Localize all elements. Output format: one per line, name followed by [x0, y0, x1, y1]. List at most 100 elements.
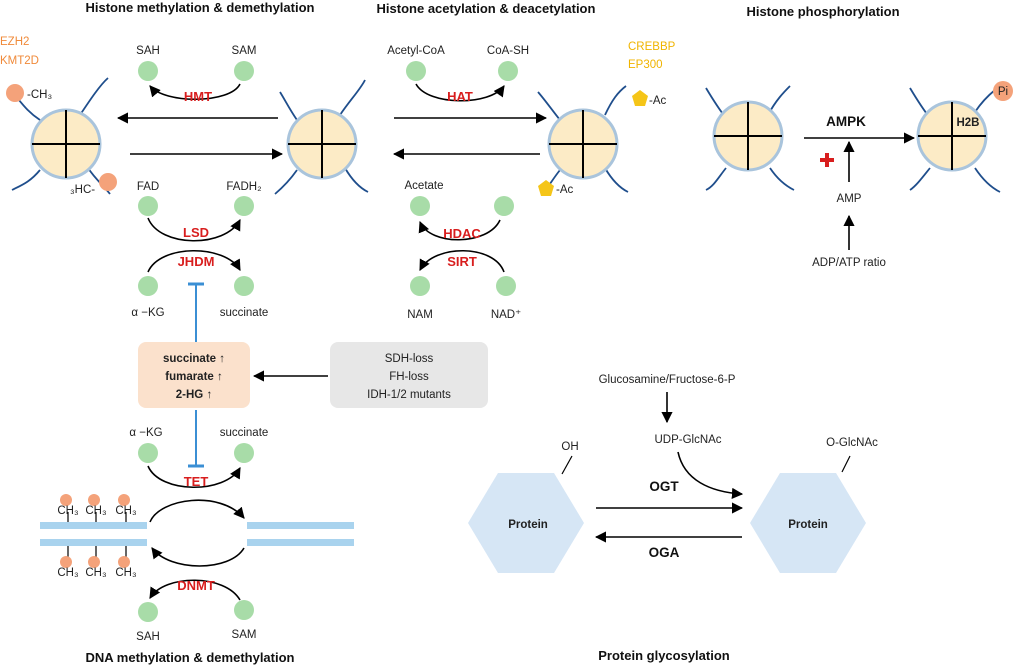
- dna-strand-unmethylated-top: [247, 522, 354, 529]
- dna-methyl-label-bottom-2: CH₃: [85, 567, 107, 579]
- dna-methyl-label-top-1: CH₃: [57, 505, 79, 517]
- dna-strand-methylated-top: [40, 522, 147, 529]
- dnmt-cofactor-arrow: [149, 579, 241, 601]
- phospho-label: Pi: [998, 86, 1008, 98]
- acetyl-label-top: -Ac: [649, 95, 667, 107]
- oncometabolite-succinate: succinate ↑: [163, 353, 225, 365]
- enzyme-ogt: OGT: [649, 479, 679, 494]
- methyl-group-top: [6, 84, 24, 102]
- sirt-nad-label: NAD⁺: [491, 309, 521, 321]
- hdac-acetate-label: Acetate: [405, 180, 444, 192]
- hmt-sam-label: SAM: [232, 45, 257, 57]
- title-protein-glycosylation: Protein glycosylation: [598, 648, 730, 663]
- red-plus-icon: [820, 153, 834, 167]
- adp-atp-ratio: ADP/ATP ratio: [812, 257, 886, 269]
- sirt-cofactor-arrow: [419, 250, 505, 273]
- dnmt-sah-label: SAH: [136, 631, 160, 643]
- methyl-writer-kmt2d: KMT2D: [0, 55, 39, 67]
- metabolite-coash: [498, 61, 518, 81]
- metabolite-succinate-jhdm: [234, 276, 254, 296]
- mutation-box: [330, 342, 488, 408]
- oncometabolite-box: [138, 342, 250, 408]
- title-histone-acetylation: Histone acetylation & deacetylation: [377, 1, 596, 16]
- enzyme-oga: OGA: [649, 545, 680, 560]
- metabolite-fadh2: [234, 196, 254, 216]
- metabolite-nam: [410, 276, 430, 296]
- dna-methyl-top-1: [60, 494, 72, 506]
- jhdm-succinate-label: succinate: [220, 307, 269, 319]
- dna-methyl-label-top-2: CH₃: [85, 505, 107, 517]
- metabolite-nad: [496, 276, 516, 296]
- dna-methyl-bottom-3: [118, 556, 130, 568]
- jhdm-akg-label: α −KG: [131, 307, 164, 319]
- dna-methyl-top-2: [88, 494, 100, 506]
- dna-methyl-label-top-3: CH₃: [115, 505, 137, 517]
- acetyl-group-top: [632, 90, 648, 106]
- mutation-idh: IDH-1/2 mutants: [367, 389, 451, 401]
- histone-methylated: [11, 77, 111, 195]
- acetyl-writer-crebbp: CREBBP: [628, 41, 676, 53]
- dna-methyl-bottom-1: [60, 556, 72, 568]
- metabolite-fad: [138, 196, 158, 216]
- enzyme-ampk: AMPK: [826, 114, 866, 129]
- enzyme-hat: HAT: [447, 89, 473, 104]
- methylation-dna-arrow: [151, 547, 245, 567]
- protein-unglycosylated: [468, 473, 584, 573]
- metabolite-akg-jhdm: [138, 276, 158, 296]
- metabolite-sam: [234, 61, 254, 81]
- acetyl-label-bottom: -Ac: [556, 184, 574, 196]
- protein-left-label: Protein: [508, 519, 548, 531]
- histone-unmodified: [274, 79, 369, 195]
- metabolite-sah: [138, 61, 158, 81]
- methyl-group-bottom: [99, 173, 117, 191]
- dnmt-sam-label: SAM: [232, 629, 257, 641]
- metabolite-succinate-tet: [234, 443, 254, 463]
- hdac-cofactor-arrow: [418, 219, 501, 241]
- enzyme-lsd: LSD: [183, 225, 209, 240]
- protein-glycosylated: [750, 473, 866, 573]
- enzyme-tet: TET: [184, 474, 209, 489]
- histone-unphosphorylated: [705, 85, 795, 191]
- methyl-label-top: -CH₃: [27, 89, 52, 101]
- hat-cofactor-arrow: [415, 83, 505, 102]
- title-histone-methylation: Histone methylation & demethylation: [86, 0, 315, 15]
- metabolite-acetate: [410, 196, 430, 216]
- sirt-nam-label: NAM: [407, 309, 433, 321]
- histone-phosphorylated: [909, 87, 1001, 193]
- phospho-group: [993, 81, 1013, 101]
- methyl-writer-ezh2: EZH2: [0, 36, 29, 48]
- metabolite-sah-dnmt: [138, 602, 158, 622]
- oncometabolite-2hg: 2-HG ↑: [176, 389, 212, 401]
- group-o-glcnac: O-GlcNAc: [826, 437, 878, 449]
- dna-methyl-label-bottom-1: CH₃: [57, 567, 79, 579]
- lsd-fadh2-label: FADH₂: [226, 181, 261, 193]
- glycosylation-precursor: Glucosamine/Fructose-6-P: [599, 374, 736, 386]
- histone-acetylated: [537, 85, 629, 195]
- mutation-sdh-loss: SDH-loss: [385, 353, 434, 365]
- hmt-cofactor-arrow: [149, 83, 241, 101]
- tet-akg-label: α −KG: [129, 427, 162, 439]
- donor-arrow: [677, 451, 744, 499]
- methyl-label-bottom: ₃HC-: [70, 184, 95, 196]
- jhdm-cofactor-arrow: [147, 249, 241, 273]
- histone-h2b-label: H2B: [956, 117, 979, 129]
- glycosylation-donor: UDP-GlcNAc: [654, 434, 721, 446]
- o-glcnac-bond: [841, 455, 851, 473]
- dna-methyl-label-bottom-3: CH₃: [115, 567, 137, 579]
- demethylation-dna-arrow: [149, 499, 245, 523]
- dna-methyl-top-3: [118, 494, 130, 506]
- protein-right-label: Protein: [788, 519, 828, 531]
- enzyme-dnmt: DNMT: [177, 578, 215, 593]
- enzyme-jhdm: JHDM: [178, 254, 215, 269]
- tet-cofactor-arrow: [147, 465, 241, 489]
- hmt-sah-label: SAH: [136, 45, 160, 57]
- lsd-fad-label: FAD: [137, 181, 159, 193]
- hat-coash-label: CoA-SH: [487, 45, 529, 57]
- acetyl-writer-ep300: EP300: [628, 59, 663, 71]
- enzyme-hdac: HDAC: [443, 226, 481, 241]
- metabolite-sam-dnmt: [234, 600, 254, 620]
- tet-succinate-label: succinate: [220, 427, 269, 439]
- metabolite-hdac-source: [494, 196, 514, 216]
